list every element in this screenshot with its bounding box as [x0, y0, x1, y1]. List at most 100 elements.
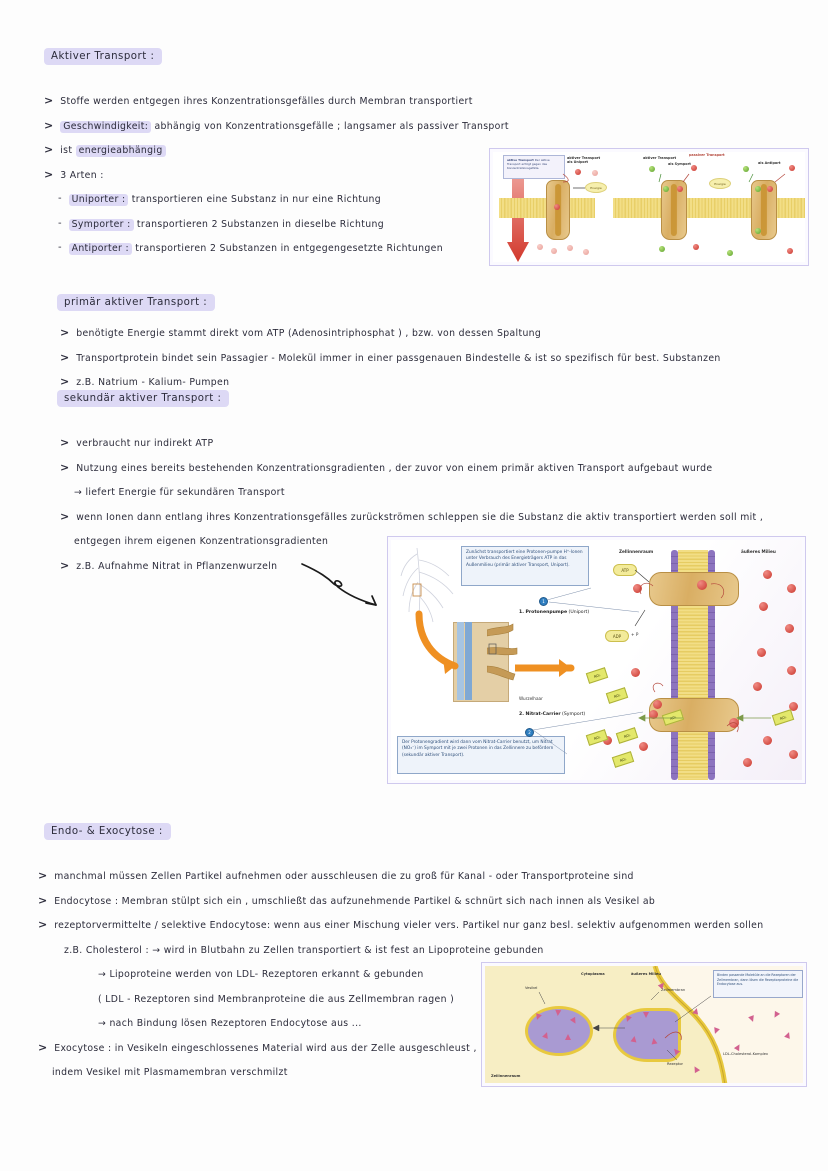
- highlighted-term: Antiporter :: [68, 243, 132, 255]
- highlighted-term: energieabhängig: [75, 145, 166, 157]
- figure-endocytosis: Binden passende Moleküle an die Rezeptor…: [481, 962, 807, 1087]
- ion-pale: [537, 244, 543, 250]
- note-bullet: → liefert Energie für sekundären Transpo…: [74, 487, 285, 498]
- note-text: Symporter : transportieren 2 Substanzen …: [68, 218, 384, 231]
- note-text: wenn Ionen dann entlang ihres Konzentrat…: [76, 512, 763, 523]
- figure2-label-inner: Zellinnenraum: [619, 549, 654, 554]
- note-text-run: entgegen ihrem eigenen Konzentrationsgra…: [74, 536, 329, 547]
- heading-primaer-aktiver-transport: primär aktiver Transport :: [57, 294, 216, 311]
- note-text: Transportprotein bindet sein Passagier -…: [76, 353, 720, 364]
- ion-pale: [592, 170, 598, 176]
- note-text-run: transportieren eine Substanz in nur eine…: [128, 194, 382, 205]
- proton-ion: [729, 718, 739, 728]
- proton-ion: [631, 668, 640, 677]
- note-bullet: >Geschwindigkeit: abhängig von Konzentra…: [44, 120, 509, 133]
- figure1-label-symport: als Symport: [668, 162, 691, 166]
- note-text-run: z.B. Cholesterol : → wird in Blutbahn zu…: [64, 944, 544, 956]
- zoom-arrow-icon-2: [515, 659, 575, 677]
- proton-ion: [653, 700, 662, 709]
- proton-ion: [763, 736, 772, 745]
- ion-green: [659, 246, 665, 252]
- proton-ion: [753, 682, 762, 691]
- nitrate-molecule: NO₃: [771, 709, 795, 726]
- figure2-caption-1-num: 1. Protonenpumpe: [519, 610, 568, 615]
- figure2-caption-1-rest: (Uniport): [567, 610, 590, 615]
- note-bullet: -Symporter : transportieren 2 Substanzen…: [58, 218, 384, 231]
- ion-red: [677, 186, 683, 192]
- figure2-caption-1: 1. Protonenpumpe (Uniport): [519, 610, 589, 615]
- ion-red: [789, 165, 795, 171]
- note-text: benötigte Energie stammt direkt vom ATP …: [76, 328, 541, 339]
- figure3-label-zellinnenraum: Zellinnenraum: [491, 1074, 521, 1078]
- note-text: manchmal müssen Zellen Partikel aufnehme…: [54, 871, 634, 882]
- proton-ion: [759, 602, 768, 611]
- figure2-caption-2: 2. Nitrat-Carrier (Symport): [519, 712, 585, 717]
- nitrate-carrier-protein: [649, 698, 739, 732]
- note-bullet: > benötigte Energie stammt direkt vom ATP…: [60, 326, 541, 339]
- proton-ion: [697, 580, 707, 590]
- handdrawn-arrow-icon: [300, 560, 390, 610]
- ion-green: [755, 186, 761, 192]
- note-text-run: transportieren 2 Substanzen in entgegeng…: [131, 243, 443, 254]
- receptor-icon: [630, 1035, 638, 1043]
- note-text: indem Vesikel mit Plasmamembran verschmi…: [52, 1067, 288, 1078]
- receptor-icon: [650, 1037, 658, 1045]
- figure1-energy-2: Energie: [709, 178, 731, 189]
- note-text: entgegen ihrem eigenen Konzentrationsgra…: [74, 536, 328, 547]
- figure-nitrate-canvas: Zunächst transportiert eine Protonen-pum…: [391, 540, 802, 780]
- note-text-run: verbraucht nur indirekt ATP: [76, 438, 214, 449]
- bullet-marker: >: [44, 143, 54, 156]
- figure-nitrate-symport: Zunächst transportiert eine Protonen-pum…: [387, 536, 806, 784]
- ion-pale: [551, 248, 557, 254]
- note-bullet: > Endocytose : Membran stülpt sich ein , …: [38, 893, 655, 907]
- highlighted-term: Uniporter :: [68, 194, 129, 206]
- heading-sekundaer-aktiver-transport: sekundär aktiver Transport :: [57, 390, 230, 407]
- proton-ion: [787, 584, 796, 593]
- proton-ion: [633, 584, 642, 593]
- note-text-run: transportieren 2 Substanzen in dieselbe …: [133, 218, 384, 230]
- figure1-callout: aktive Transport Der aktive Transport er…: [503, 155, 565, 179]
- note-bullet: >3 Arten :: [44, 169, 104, 181]
- note-text: Uniporter : transportieren eine Substanz…: [68, 194, 382, 206]
- note-text: 3 Arten :: [60, 170, 104, 181]
- figure1-label-antiport: als Antiport: [758, 161, 781, 165]
- ion-pale: [567, 245, 573, 251]
- ion-red: [691, 165, 697, 171]
- nitrate-molecule: NO₃: [615, 727, 639, 744]
- proton-ion: [789, 750, 798, 759]
- bullet-marker: >: [60, 350, 70, 364]
- note-text-run: Stoffe werden entgegen ihres Konzentrati…: [60, 96, 473, 107]
- note-bullet: >z.B. Natrium - Kalium- Pumpen: [60, 376, 229, 388]
- ion-red: [693, 244, 699, 250]
- proton-ion: [743, 758, 752, 767]
- figure1-label-passiv: passiver Transport: [689, 153, 725, 157]
- proton-ion: [639, 742, 648, 751]
- note-text-run: manchmal müssen Zellen Partikel aufnehme…: [54, 871, 634, 882]
- figure2-label-outer: äußeres Milieu: [741, 549, 776, 554]
- note-bullet: >Exocytose : in Vesikeln eingeschlossene…: [38, 1040, 477, 1054]
- bullet-marker: >: [38, 1040, 48, 1054]
- note-bullet: entgegen ihrem eigenen Konzentrationsgra…: [74, 536, 328, 547]
- figure1-energy-1: Energie: [585, 182, 607, 193]
- bullet-marker: >: [38, 893, 48, 907]
- figure1-callout-text: Der aktive Transport erfolgt gegen das K…: [507, 158, 550, 171]
- bullet-marker: >: [44, 94, 54, 107]
- note-bullet: → nach Bindung lösen Rezeptoren Endocyto…: [98, 1018, 362, 1029]
- proton-ion: [787, 666, 796, 675]
- note-bullet: >ist energieabhängig: [44, 143, 166, 157]
- note-text: z.B. Cholesterol : → wird in Blutbahn zu…: [64, 945, 544, 956]
- root-hairs-icon: [487, 623, 518, 681]
- phosphate-label: + P: [631, 632, 639, 637]
- note-bullet: >rezeptorvermittelte / selektive Endocyt…: [38, 919, 763, 931]
- bullet-marker: >: [60, 326, 70, 339]
- zoom-arrow-icon: [415, 610, 459, 674]
- note-text: Endocytose : Membran stülpt sich ein , u…: [54, 896, 655, 907]
- note-bullet: -Uniporter : transportieren eine Substan…: [58, 194, 382, 206]
- ion-green: [755, 228, 761, 234]
- note-text-run: z.B. Aufnahme Nitrat in Pflanzenwurzeln: [76, 560, 278, 572]
- note-text: rezeptorvermittelte / selektive Endocyto…: [54, 920, 763, 931]
- note-bullet: → Lipoproteine werden von LDL- Rezeptore…: [98, 969, 424, 980]
- ion-pale: [583, 249, 589, 255]
- proton-ion: [649, 710, 658, 719]
